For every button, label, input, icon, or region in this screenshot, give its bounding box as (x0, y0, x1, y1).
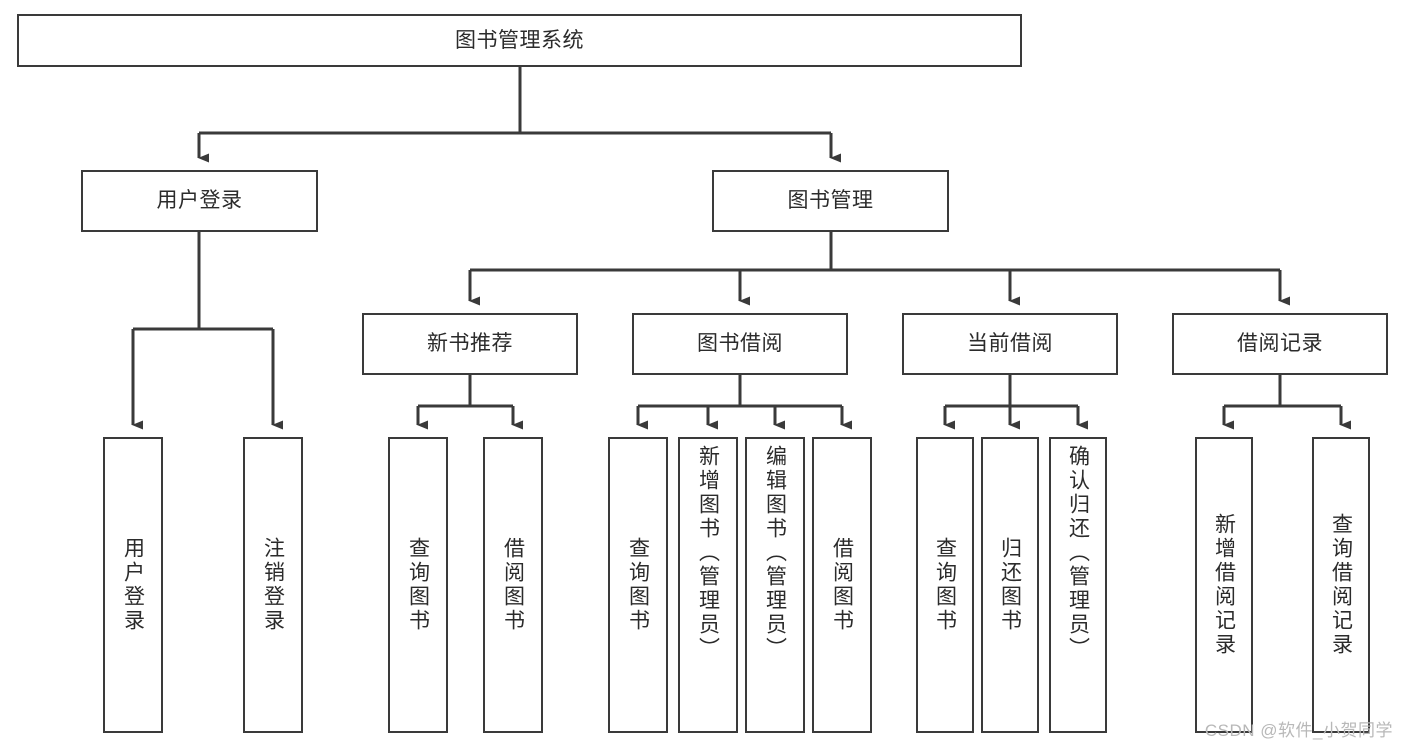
node-label: 编辑图书（管理员） (763, 445, 787, 661)
leaf-logout-login[interactable]: 注销登录 (243, 437, 303, 733)
node-new-book-recommend[interactable]: 新书推荐 (362, 313, 578, 375)
leaf-add-book-admin[interactable]: 新增图书（管理员） (678, 437, 738, 733)
node-label: 确认归还（管理员） (1066, 445, 1090, 661)
node-label: 图书管理系统 (455, 28, 584, 52)
node-label: 查询图书 (626, 537, 650, 633)
leaf-query-borrow-record[interactable]: 查询借阅记录 (1312, 437, 1370, 733)
node-root-book-management-system[interactable]: 图书管理系统 (17, 14, 1022, 67)
node-current-borrow[interactable]: 当前借阅 (902, 313, 1118, 375)
leaf-user-login[interactable]: 用户登录 (103, 437, 163, 733)
leaf-borrow-book-2[interactable]: 借阅图书 (812, 437, 872, 733)
node-label: 新书推荐 (427, 332, 513, 356)
node-label: 注销登录 (261, 537, 285, 633)
leaf-query-book-3[interactable]: 查询图书 (916, 437, 974, 733)
node-label: 新增图书（管理员） (696, 445, 720, 661)
leaf-confirm-return-admin[interactable]: 确认归还（管理员） (1049, 437, 1107, 733)
node-book-borrow[interactable]: 图书借阅 (632, 313, 848, 375)
leaf-return-book[interactable]: 归还图书 (981, 437, 1039, 733)
leaf-add-borrow-record[interactable]: 新增借阅记录 (1195, 437, 1253, 733)
node-label: 用户登录 (156, 189, 243, 213)
node-label: 查询借阅记录 (1329, 513, 1353, 657)
node-label: 借阅图书 (501, 537, 525, 633)
node-borrow-record[interactable]: 借阅记录 (1172, 313, 1388, 375)
node-label: 归还图书 (998, 537, 1022, 633)
leaf-query-book-1[interactable]: 查询图书 (388, 437, 448, 733)
watermark-text: CSDN @软件_小贺同学 (1204, 721, 1393, 740)
leaf-edit-book-admin[interactable]: 编辑图书（管理员） (745, 437, 805, 733)
node-user-login[interactable]: 用户登录 (81, 170, 318, 232)
node-label: 借阅图书 (830, 537, 854, 633)
node-label: 图书借阅 (697, 332, 783, 356)
node-label: 查询图书 (406, 537, 430, 633)
node-label: 用户登录 (121, 537, 145, 633)
leaf-borrow-book-1[interactable]: 借阅图书 (483, 437, 543, 733)
node-label: 借阅记录 (1237, 332, 1323, 356)
node-label: 当前借阅 (967, 332, 1053, 356)
leaf-query-book-2[interactable]: 查询图书 (608, 437, 668, 733)
node-label: 查询图书 (933, 537, 957, 633)
node-label: 新增借阅记录 (1212, 513, 1236, 657)
node-book-manage[interactable]: 图书管理 (712, 170, 949, 232)
node-label: 图书管理 (787, 189, 874, 213)
